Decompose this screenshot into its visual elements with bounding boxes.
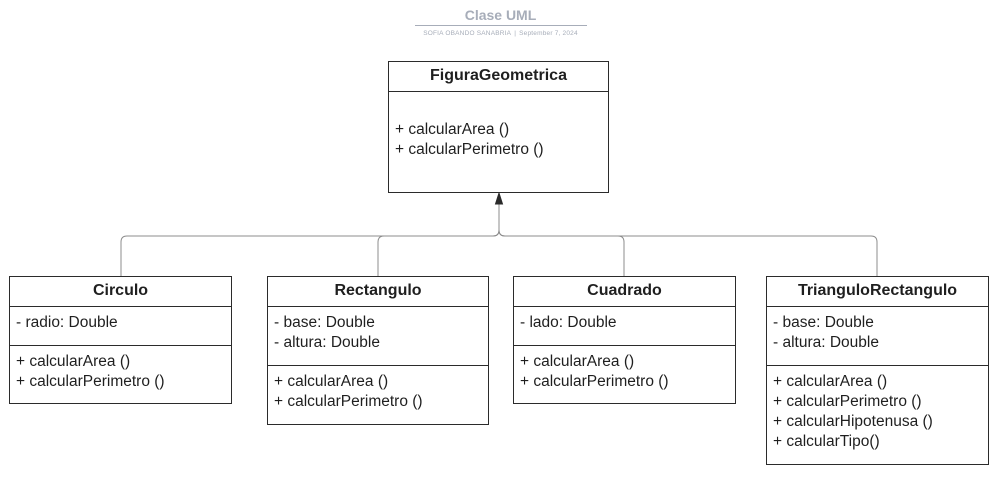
document-date: September 7, 2024: [519, 30, 578, 37]
attributes-section: - lado: Double: [514, 307, 735, 346]
method: + calcularArea (): [773, 373, 888, 390]
method: + calcularPerimetro (): [16, 373, 165, 390]
method: + calcularPerimetro (): [274, 393, 423, 410]
attribute: - altura: Double: [274, 334, 380, 351]
method: + calcularPerimetro (): [773, 393, 922, 410]
method: + calcularArea (): [16, 353, 131, 370]
class-name: TrianguloRectangulo: [767, 277, 988, 307]
methods-section: + calcularArea () + calcularPerimetro (): [514, 346, 735, 392]
attribute: - lado: Double: [520, 314, 617, 331]
method: + calcularArea (): [395, 121, 510, 138]
class-figurageometrica[interactable]: FiguraGeometrica + calcularArea () + cal…: [388, 61, 609, 193]
inheritance-arrowhead: [494, 191, 504, 205]
document-title: Clase UML: [464, 7, 537, 23]
connector-rectangulo: [377, 229, 500, 276]
document-header: Clase UML SOFIA OBANDO SANABRIA|Septembe…: [0, 6, 1001, 38]
attribute: - base: Double: [773, 314, 874, 331]
method: + calcularPerimetro (): [395, 141, 544, 158]
methods-section: + calcularArea () + calcularPerimetro (): [10, 346, 231, 392]
connector-cuadrado: [498, 229, 625, 276]
method: + calcularPerimetro (): [520, 373, 669, 390]
methods-section: + calcularArea () + calcularPerimetro (): [389, 92, 608, 160]
method: + calcularArea (): [520, 353, 635, 370]
class-name: Circulo: [10, 277, 231, 307]
class-name: Cuadrado: [514, 277, 735, 307]
method: + calcularHipotenusa (): [773, 413, 933, 430]
method: + calcularTipo(): [773, 433, 880, 450]
attribute: - radio: Double: [16, 314, 118, 331]
class-name: Rectangulo: [268, 277, 488, 307]
author-name: SOFIA OBANDO SANABRIA: [423, 30, 512, 37]
attribute: - altura: Double: [773, 334, 879, 351]
methods-section: + calcularArea () + calcularPerimetro ()…: [767, 366, 988, 452]
class-cuadrado[interactable]: Cuadrado - lado: Double + calcularArea (…: [513, 276, 736, 404]
class-rectangulo[interactable]: Rectangulo - base: Double - altura: Doub…: [267, 276, 489, 425]
attributes-section: - radio: Double: [10, 307, 231, 346]
method: + calcularArea (): [274, 373, 389, 390]
class-name: FiguraGeometrica: [389, 62, 608, 92]
methods-section: + calcularArea () + calcularPerimetro (): [268, 366, 488, 412]
class-triangulorectangulo[interactable]: TrianguloRectangulo - base: Double - alt…: [766, 276, 989, 465]
connector-triangulo: [498, 229, 878, 276]
attributes-section: - base: Double - altura: Double: [268, 307, 488, 366]
attribute: - base: Double: [274, 314, 375, 331]
meta-separator: |: [514, 30, 517, 37]
document-meta: SOFIA OBANDO SANABRIA|September 7, 2024: [0, 29, 1001, 38]
title-underline: [414, 25, 587, 26]
connector-circulo: [120, 229, 500, 276]
class-circulo[interactable]: Circulo - radio: Double + calcularArea (…: [9, 276, 232, 404]
attributes-section: - base: Double - altura: Double: [767, 307, 988, 366]
